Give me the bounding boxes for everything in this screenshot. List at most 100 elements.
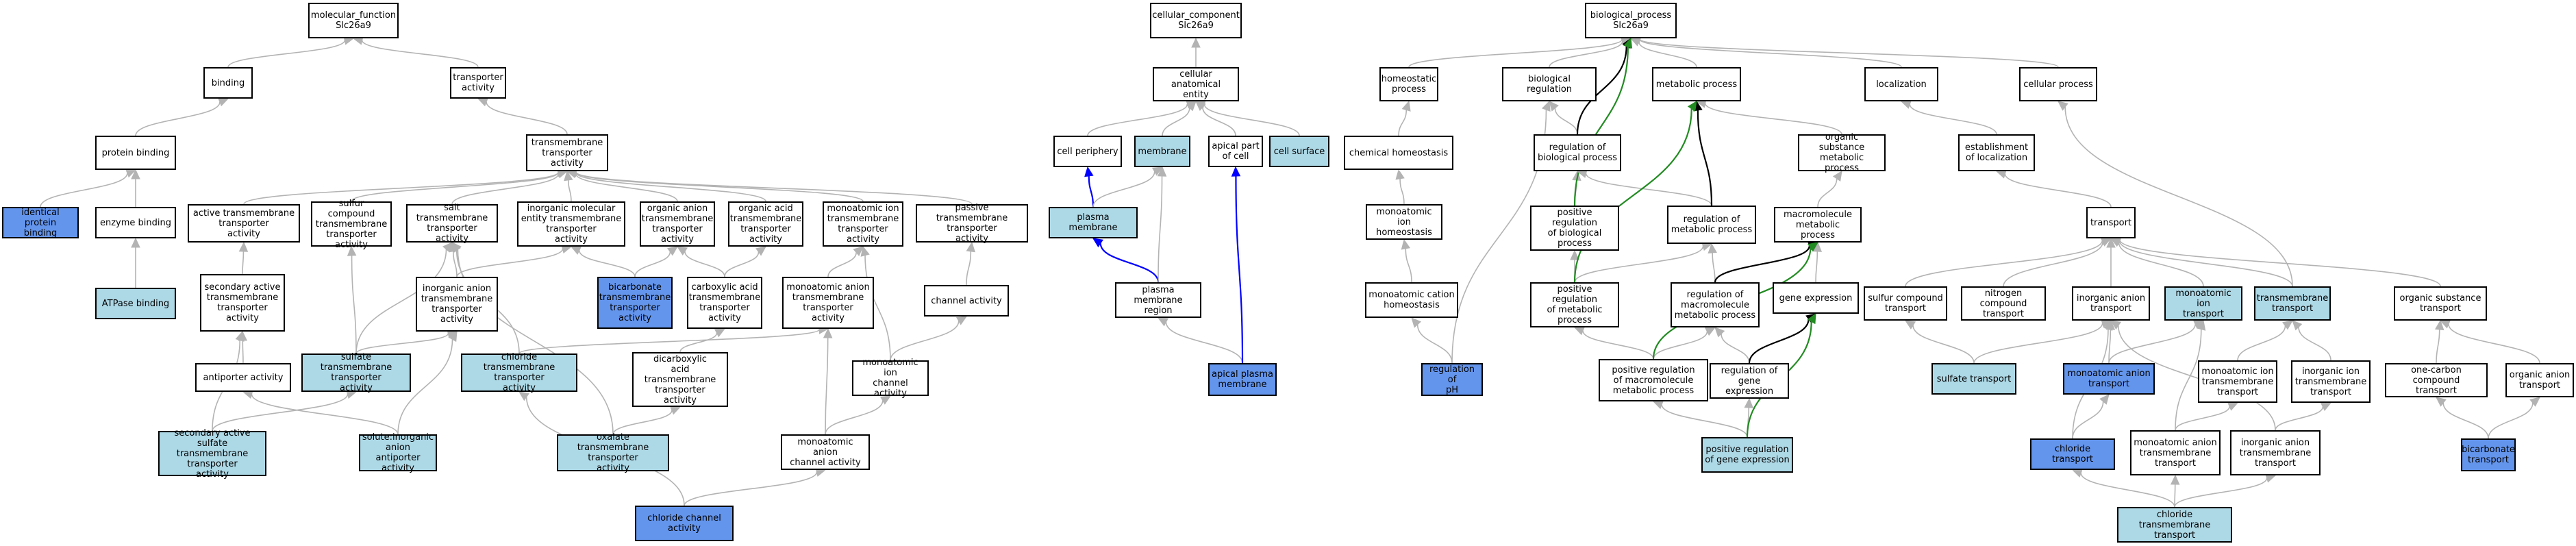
node-apical-pm: apical plasma membrane (1208, 363, 1277, 396)
node-cell-surface: cell surface (1269, 136, 1329, 167)
edge-inorg-mol-tm-to-tm-transporter-activity (567, 179, 572, 202)
edge-pm-region-to-membrane (1158, 175, 1163, 283)
node-one-carbon: one-carbon compound transport (2385, 363, 2488, 397)
node-membrane: membrane (1134, 136, 1190, 167)
edge-pos-reg-macro-met-to-pos-reg-met (1582, 330, 1654, 360)
node-sulfur-transport: sulfur compound transport (1864, 286, 1947, 321)
arrowhead-chloride-transport-to-inorg-anion-transport (2103, 319, 2113, 331)
edge-inorg-anion-tm-to-inorg-mol-tm (456, 248, 564, 277)
arrowhead-pos-reg-gene-expr-to-gene-expr (1807, 312, 1816, 325)
arrowhead-mono-ion-tm-transport-to-tm-transport (2282, 320, 2293, 330)
node-cae: cellular anatomical entity (1153, 67, 1239, 101)
arrowhead-bicarbonate-transport-to-one-carbon (2436, 397, 2447, 407)
node-enzyme-binding: enzyme binding (95, 207, 176, 238)
node-atpase-binding: ATPase binding (95, 288, 176, 319)
edge-apical-part-to-cae (1202, 107, 1236, 136)
node-tm-transporter-activity: transmembrane transporter activity (526, 134, 608, 171)
node-mf: molecular_function Slc26a9 (308, 3, 399, 38)
edge-transporter-activity-to-mf (361, 40, 479, 68)
arrowhead-pos-reg-macro-met-to-reg-macro-met (1704, 327, 1716, 336)
arrowhead-bicarbonate-tm-to-inorg-mol-tm (570, 246, 582, 255)
arrowhead-est-loc-to-localization (1900, 99, 1912, 109)
edge-inorg-anion-tm-to-salt-tm (453, 251, 458, 277)
node-organic-acid-tm: organic acid transmembrane transporter a… (728, 201, 803, 247)
arrowhead-mono-anion-tm-transport-to-mono-ion-tm-transport (2227, 402, 2239, 411)
arrowhead-carboxylic-tm-to-organic-anion-tm (676, 246, 688, 256)
node-identical-protein-binding: identical protein binding (2, 207, 79, 238)
edge-inorg-anion-tm-transport-to-inorg-anion-transport (2118, 325, 2276, 431)
arrowhead-inorg-mol-tm-to-tm-transporter-activity (564, 170, 573, 182)
node-pm-region: plasma membrane region (1115, 282, 1201, 318)
node-cc: cellular_component Slc26a9 (1150, 3, 1242, 38)
arrowhead-membrane-to-cae (1186, 101, 1197, 112)
arrowhead-secondary-active-to-active-tm (238, 241, 249, 252)
arrowhead-pos-reg-met-to-metabolic (1687, 101, 1697, 112)
edge-pm-region-to-plasma-membrane (1099, 243, 1160, 283)
node-nitrogen-transport: nitrogen compound transport (1961, 286, 2046, 321)
edge-reg-gene-expr-to-reg-macro-met (1721, 334, 1750, 364)
node-pos-reg-met: positive regulation of metabolic process (1530, 282, 1619, 327)
arrowhead-reg-ph-to-bio-reg (1541, 100, 1551, 112)
edge-carboxylic-tm-to-organic-anion-tm (684, 251, 725, 277)
arrowhead-one-carbon-to-organic-sub-transport (2434, 319, 2444, 331)
edge-sulfur-tm-activity-to-tm-transporter-activity (351, 172, 559, 202)
edge-organic-sub-met-to-metabolic (1704, 103, 1842, 135)
node-chem-homeo: chemical homeostasis (1344, 136, 1453, 170)
node-mono-anion-transport: monoatomic anion transport (2063, 363, 2155, 395)
arrowhead-channel-activity-to-passive-tm (966, 241, 975, 253)
node-chloride-tm-activity: chloride transmembrane transporter activ… (461, 352, 577, 393)
edge-channel-activity-to-passive-tm (966, 251, 972, 286)
node-inorg-ion-tm-transport: inorganic ion transmembrane transport (2291, 360, 2371, 403)
edge-inorg-ion-tm-transport-to-tm-transport (2298, 327, 2331, 361)
arrowhead-cae-to-cc (1191, 37, 1201, 48)
node-organic-sub-met: organic substance metabolic process (1798, 132, 1886, 173)
arrowhead-secondary-sulfate-to-secondary-active (235, 330, 245, 342)
arrowhead-plasma-membrane-to-membrane (1151, 166, 1164, 176)
edge-plasma-membrane-to-cell-periphery (1088, 175, 1095, 208)
arrowhead-reg-bp-to-bio-reg (1549, 101, 1559, 112)
node-mono-cation-homeo: monoatomic cation homeostasis (1365, 282, 1458, 318)
edge-bicarbonate-transport-to-one-carbon (2442, 402, 2489, 439)
edge-apical-pm-to-apical-part (1235, 175, 1244, 364)
node-inorg-mol-tm: inorganic molecular entity transmembrane… (517, 201, 625, 247)
edge-one-carbon-to-organic-sub-transport (2436, 329, 2440, 364)
node-protein-binding: protein binding (95, 136, 176, 170)
arrowhead-pm-region-to-membrane (1157, 166, 1167, 177)
edge-reg-macro-met-to-macro-met (1714, 245, 1810, 283)
arrowhead-pos-reg-macro-met-to-macro-met (1808, 242, 1818, 252)
edge-mono-ion-homeo-to-chem-homeo (1399, 178, 1405, 205)
edge-localization-to-bp (1639, 38, 1902, 68)
node-sulfate-tm: sulfate transmembrane transporter activi… (301, 352, 411, 393)
arrowhead-monoatomic-ion-channel-to-channel-activity (955, 316, 968, 325)
node-transport: transport (2086, 207, 2136, 238)
arrowhead-atpase-binding-to-enzyme-binding (131, 237, 140, 248)
edge-gene-expr-to-macro-met (1815, 251, 1818, 283)
arrowhead-pos-reg-met-to-pos-reg-bp (1570, 249, 1579, 260)
edge-pos-reg-macro-met-to-reg-macro-met (1653, 331, 1708, 360)
node-pos-reg-bp: positive regulation of biological proces… (1530, 206, 1619, 251)
node-monoatomic-anion-channel: monoatomic anion channel activity (781, 434, 870, 470)
edge-reg-met-to-reg-bp (1585, 173, 1712, 206)
arrowhead-chloride-transport-to-mono-anion-transport (2099, 394, 2110, 405)
arrowhead-chloride-channel-to-chloride-tm-activity (518, 391, 529, 401)
node-cellular-process: cellular process (2019, 67, 2097, 101)
edge-sulfur-transport-to-transport (1905, 240, 2103, 287)
arrowhead-tm-transport-to-cellular-process (2058, 101, 2068, 111)
arrowhead-mono-cation-homeo-to-mono-ion-homeo (1401, 238, 1411, 250)
edge-pos-reg-met-to-metabolic (1573, 108, 1692, 283)
edge-sulfate-transport-to-sulfur-transport (1912, 325, 1975, 364)
node-mono-anion-tm-transport: monoatomic anion transmembrane transport (2130, 430, 2221, 475)
arrowhead-reg-gene-expr-to-reg-macro-met (1714, 327, 1725, 338)
edge-protein-binding-to-binding (135, 101, 221, 136)
node-monoatomic-anion-tm: monoatomic anion transmembrane transport… (782, 277, 874, 329)
edge-monoatomic-ion-channel-to-monoatomic-ion-tm (864, 255, 891, 361)
node-inorg-anion-tm-transport: inorganic anion transmembrane transport (2230, 430, 2321, 475)
node-inorg-anion-transport: inorganic anion transport (2072, 286, 2150, 321)
node-apical-part: apical part of cell (1208, 136, 1263, 167)
node-est-loc: establishment of localization (1958, 134, 2035, 171)
arrowhead-monoatomic-anion-channel-to-monoatomic-ion-channel (879, 395, 892, 405)
node-sulfate-transport: sulfate transport (1931, 363, 2016, 395)
arrowhead-mono-anion-tm-transport-to-mono-ion-transport (2197, 319, 2206, 331)
arrowhead-tm-transporter-activity-to-transporter-activity (477, 97, 489, 107)
edge-tm-transport-to-transport (2118, 240, 2293, 287)
